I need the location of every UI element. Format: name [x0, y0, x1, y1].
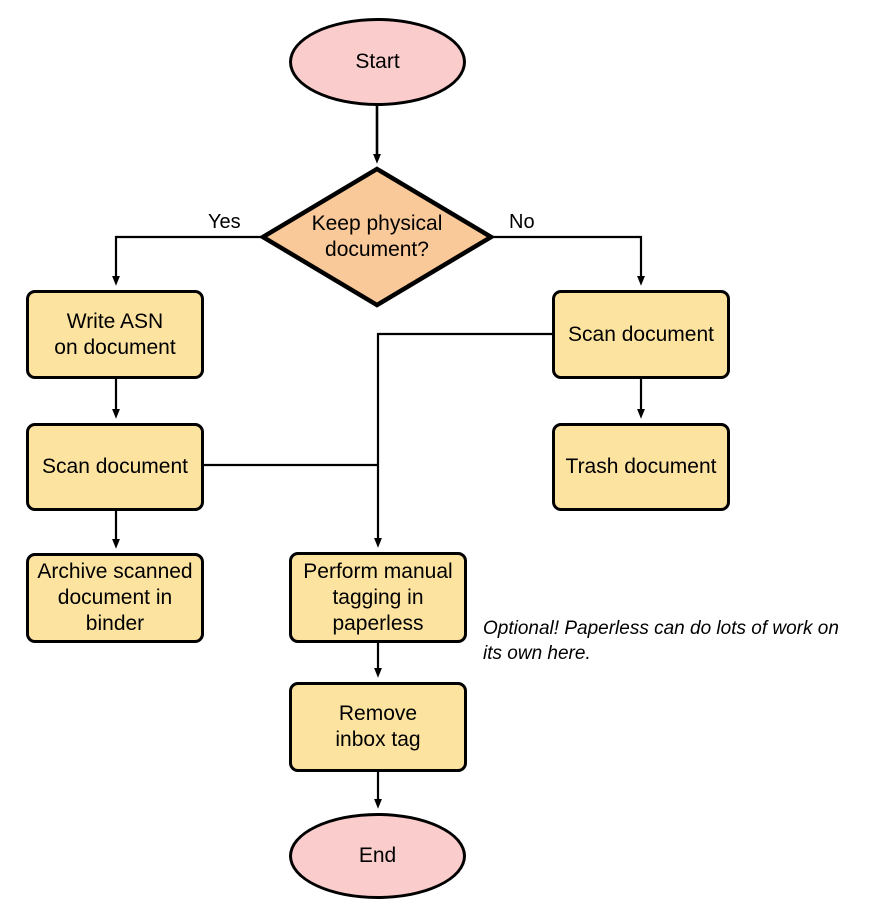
node-keep-physical-document-text: Keep physical document? — [260, 166, 494, 308]
edge-scan-right-to-tagging — [374, 332, 552, 548]
node-keep-physical-document-label: Keep physical document? — [311, 212, 443, 261]
edge-label-yes: Yes — [208, 211, 241, 233]
node-remove-inbox-tag-label: Remove inbox tag — [335, 702, 421, 751]
node-trash-document-label: Trash document — [565, 455, 717, 478]
edge-label-yes-text: Yes — [208, 211, 241, 233]
edge-decision-yes-to-write-asn — [112, 235, 262, 286]
node-remove-inbox-tag[interactable]: Remove inbox tag — [289, 682, 467, 772]
node-start[interactable]: Start — [289, 18, 466, 106]
node-perform-manual-tagging-label: Perform manual tagging in paperless — [303, 559, 453, 635]
node-scan-document-left[interactable]: Scan document — [26, 423, 204, 511]
node-keep-physical-document[interactable]: Keep physical document? — [260, 166, 494, 308]
node-start-label: Start — [355, 50, 400, 73]
node-scan-document-right-label: Scan document — [568, 322, 714, 346]
decision-diamond-shape — [260, 166, 494, 308]
node-end-label: End — [358, 844, 397, 867]
edge-label-no: No — [509, 211, 535, 233]
node-write-asn-label: Write ASN on document — [54, 309, 176, 359]
annotation-optional-note: Optional! Paperless can do lots of work … — [483, 591, 883, 666]
annotation-optional-note-text: Optional! Paperless can do lots of work … — [483, 618, 839, 664]
node-scan-document-left-label: Scan document — [42, 455, 188, 478]
node-scan-document-right[interactable]: Scan document — [552, 290, 730, 379]
node-end[interactable]: End — [289, 813, 466, 899]
node-trash-document[interactable]: Trash document — [552, 423, 730, 511]
edge-label-no-text: No — [509, 211, 535, 233]
node-write-asn[interactable]: Write ASN on document — [26, 290, 204, 379]
edge-decision-no-to-scan-right — [492, 235, 645, 286]
node-perform-manual-tagging[interactable]: Perform manual tagging in paperless — [289, 552, 467, 643]
node-archive-scanned-document[interactable]: Archive scanned document in binder — [26, 553, 204, 643]
node-archive-scanned-document-label: Archive scanned document in binder — [37, 560, 193, 635]
